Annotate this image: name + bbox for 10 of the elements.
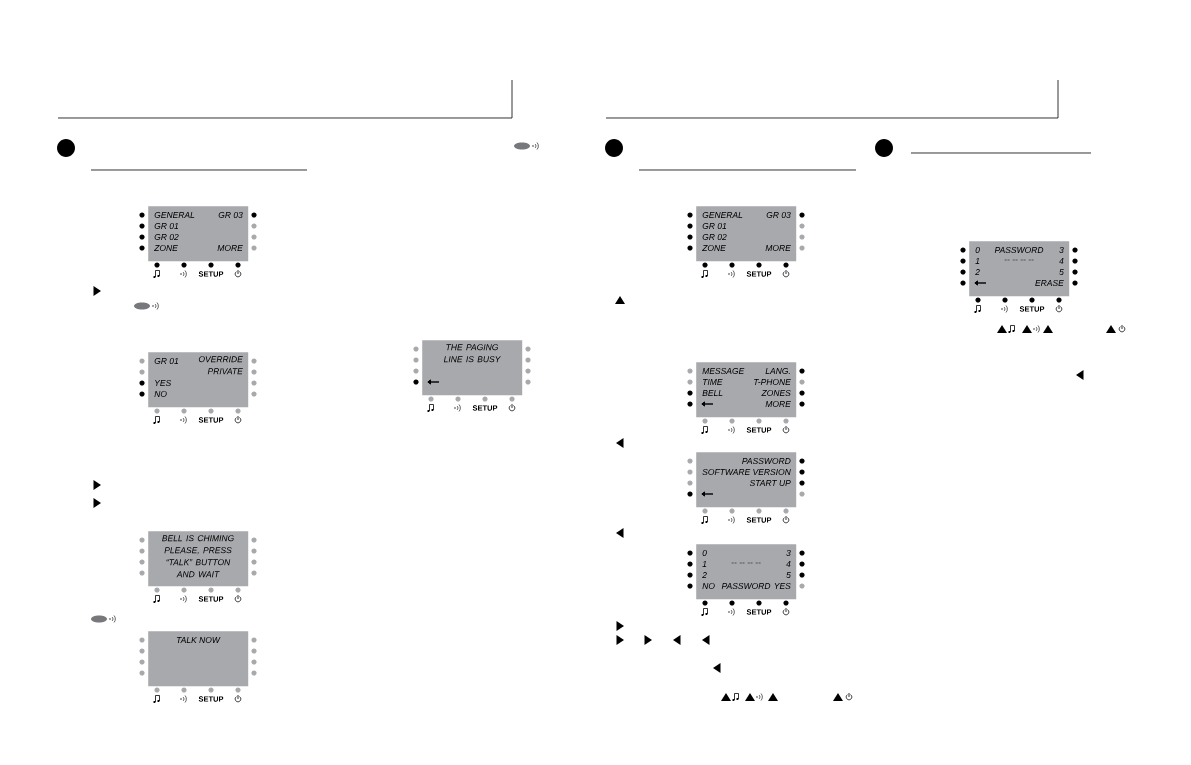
lcd-screen: 0 3 1 -- -- -- -- 4 2 5 NO PASSWORD YES — [696, 544, 797, 600]
lcd-screen: THE PAGING LINE IS BUSY — [422, 340, 523, 396]
lcd-screen: GENERAL GR 03 GR 01 GR 02 ZONE MORE — [696, 206, 797, 262]
lcd-screen: 0 PASSWORD 3 1 -- -- -- -- 4 2 5 ERASE — [969, 241, 1070, 297]
lcd-screen: MESSAGE LANG. TIME T-PHONE BELL ZONES MORE — [696, 362, 797, 418]
lcd-screen: GENERAL GR 03 GR 01 GR 02 ZONE MORE — [148, 206, 249, 262]
lcd-screen: GR 01 OVERRIDE PRIVATE YES NO — [148, 352, 249, 408]
lcd-screen: PASSWORD SOFTWARE VERSION START UP — [696, 452, 797, 508]
lcd-screen: TALK NOW — [148, 631, 249, 687]
lcd-screen: BELL IS CHIMING PLEASE, PRESS “TALK” BUTTON AND WAIT — [148, 531, 249, 587]
